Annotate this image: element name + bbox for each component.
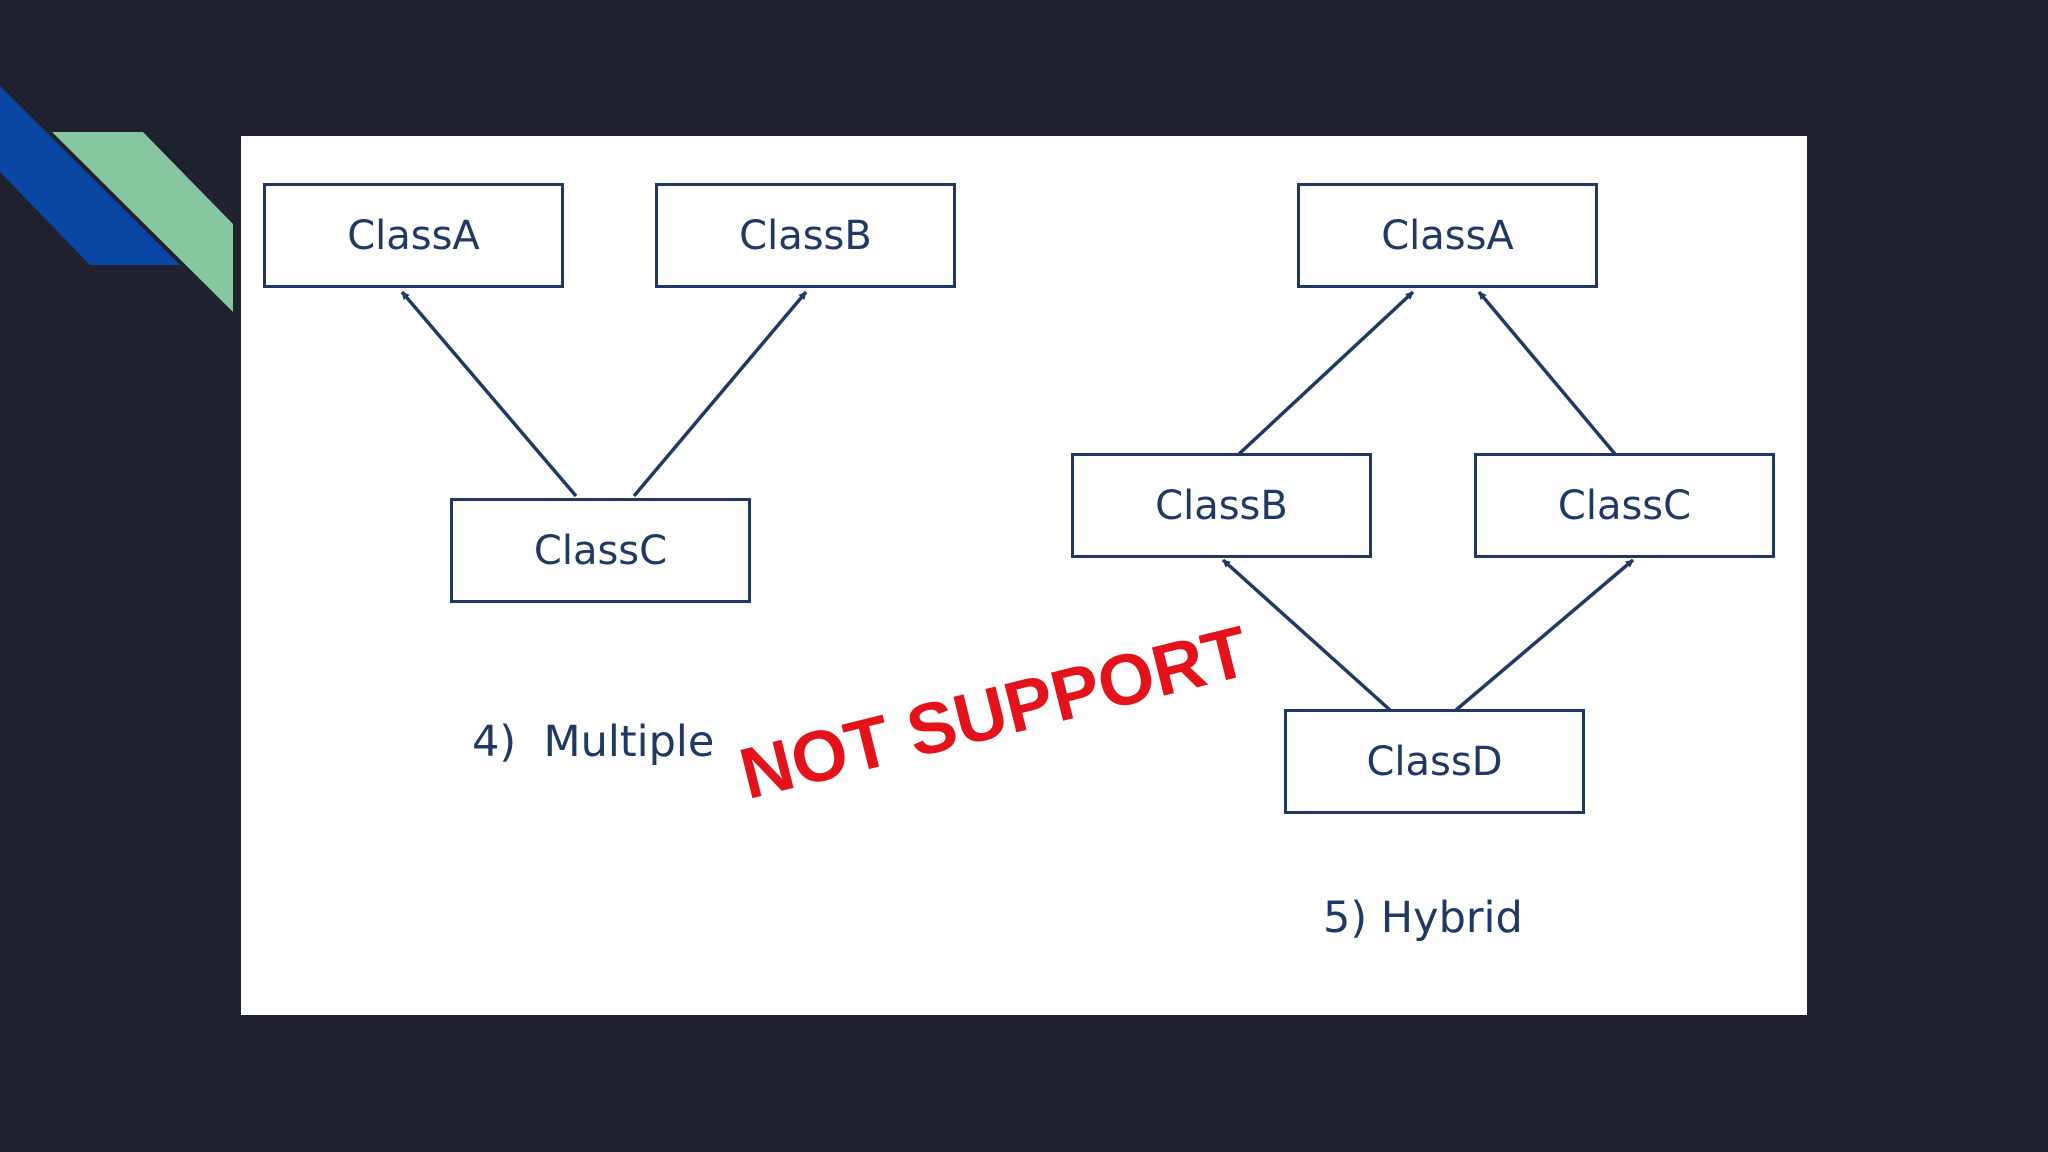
- arrow-multiple-c-to-b: [632, 290, 808, 498]
- arrow-multiple-c-to-a: [400, 290, 578, 498]
- hybrid-class-d-box: ClassD: [1284, 709, 1585, 814]
- corner-accent-stripes: [0, 86, 233, 312]
- diagram-panel: ClassA ClassB ClassC 4) Multiple ClassA …: [241, 136, 1807, 1015]
- arrow-hybrid-c-to-a: [1477, 290, 1617, 456]
- hybrid-caption: 5) Hybrid: [1323, 893, 1523, 943]
- arrow-hybrid-b-to-a: [1237, 290, 1415, 456]
- hybrid-class-a-box: ClassA: [1297, 183, 1598, 288]
- multiple-class-b-box: ClassB: [655, 183, 956, 288]
- multiple-caption: 4) Multiple: [472, 717, 715, 767]
- blue-accent-stripe: [0, 86, 180, 265]
- arrow-hybrid-d-to-b: [1221, 558, 1392, 712]
- arrow-hybrid-d-to-c: [1454, 558, 1635, 712]
- multiple-class-c-box: ClassC: [450, 498, 751, 603]
- multiple-class-a-box: ClassA: [263, 183, 564, 288]
- hybrid-class-b-box: ClassB: [1071, 453, 1372, 558]
- inheritance-arrows: [400, 290, 1635, 712]
- green-accent-stripe: [52, 132, 233, 312]
- hybrid-class-c-box: ClassC: [1474, 453, 1775, 558]
